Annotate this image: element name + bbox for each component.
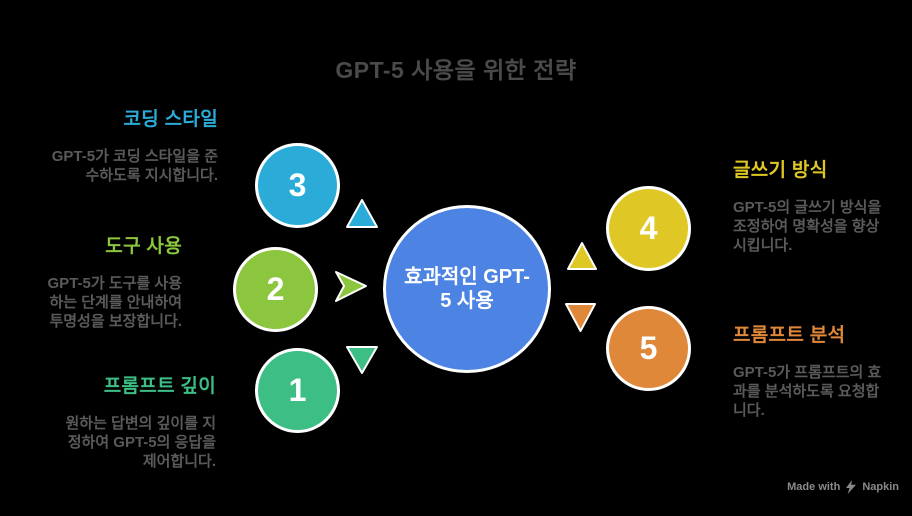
step-3-text-block: 코딩 스타일 GPT-5가 코딩 스타일을 준수하도록 지시합니다.	[43, 104, 218, 185]
step-3-heading: 코딩 스타일	[123, 109, 218, 130]
step-1-text-block: 프롬프트 깊이 원하는 답변의 깊이를 지정하여 GPT-5의 응답을 제어합니…	[58, 371, 216, 471]
step-3-number: 3	[288, 167, 307, 203]
step-2-heading: 도구 사용	[105, 236, 182, 257]
step-2-description: GPT-5가 도구를 사용하는 단계를 안내하여 투명성을 보장합니다.	[47, 275, 182, 330]
made-with-text: Made with	[787, 481, 841, 493]
center-node: 효과적인 GPT-5 사용	[383, 205, 551, 373]
brand-name: Napkin	[862, 481, 899, 493]
step-circle-5: 5	[606, 306, 691, 391]
arrow-right-icon	[335, 271, 367, 302]
step-1-heading: 프롬프트 깊이	[103, 376, 216, 397]
arrow-down-icon	[565, 303, 596, 332]
napkin-attribution: Made with Napkin	[787, 480, 899, 494]
arrow-up-icon	[346, 199, 378, 228]
napkin-logo-icon	[846, 480, 857, 494]
step-circle-1: 1	[255, 348, 340, 433]
step-3-description: GPT-5가 코딩 스타일을 준수하도록 지시합니다.	[51, 148, 218, 184]
step-1-number: 1	[288, 372, 307, 408]
diagram-title: GPT-5 사용을 위한 전략	[335, 57, 577, 83]
step-4-heading: 글쓰기 방식	[733, 160, 828, 181]
step-5-heading: 프롬프트 분석	[733, 325, 846, 346]
step-circle-3: 3	[255, 143, 340, 228]
step-2-text-block: 도구 사용 GPT-5가 도구를 사용하는 단계를 안내하여 투명성을 보장합니…	[37, 231, 182, 331]
arrow-up-icon	[567, 242, 597, 270]
step-4-description: GPT-5의 글쓰기 방식을 조정하여 명확성을 향상시킵니다.	[733, 199, 882, 254]
step-1-description: 원하는 답변의 깊이를 지정하여 GPT-5의 응답을 제어합니다.	[65, 415, 216, 470]
step-4-number: 4	[639, 210, 658, 246]
arrow-down-icon	[346, 346, 378, 374]
step-circle-4: 4	[606, 186, 691, 271]
step-4-text-block: 글쓰기 방식 GPT-5의 글쓰기 방식을 조정하여 명확성을 향상시킵니다.	[733, 155, 893, 255]
step-2-number: 2	[266, 271, 285, 307]
step-5-number: 5	[639, 330, 658, 366]
center-node-label: 효과적인 GPT-5 사용	[404, 266, 530, 312]
step-5-description: GPT-5가 프롬프트의 효과를 분석하도록 요청합니다.	[733, 364, 882, 419]
step-circle-2: 2	[233, 247, 318, 332]
step-5-text-block: 프롬프트 분석 GPT-5가 프롬프트의 효과를 분석하도록 요청합니다.	[733, 320, 893, 420]
